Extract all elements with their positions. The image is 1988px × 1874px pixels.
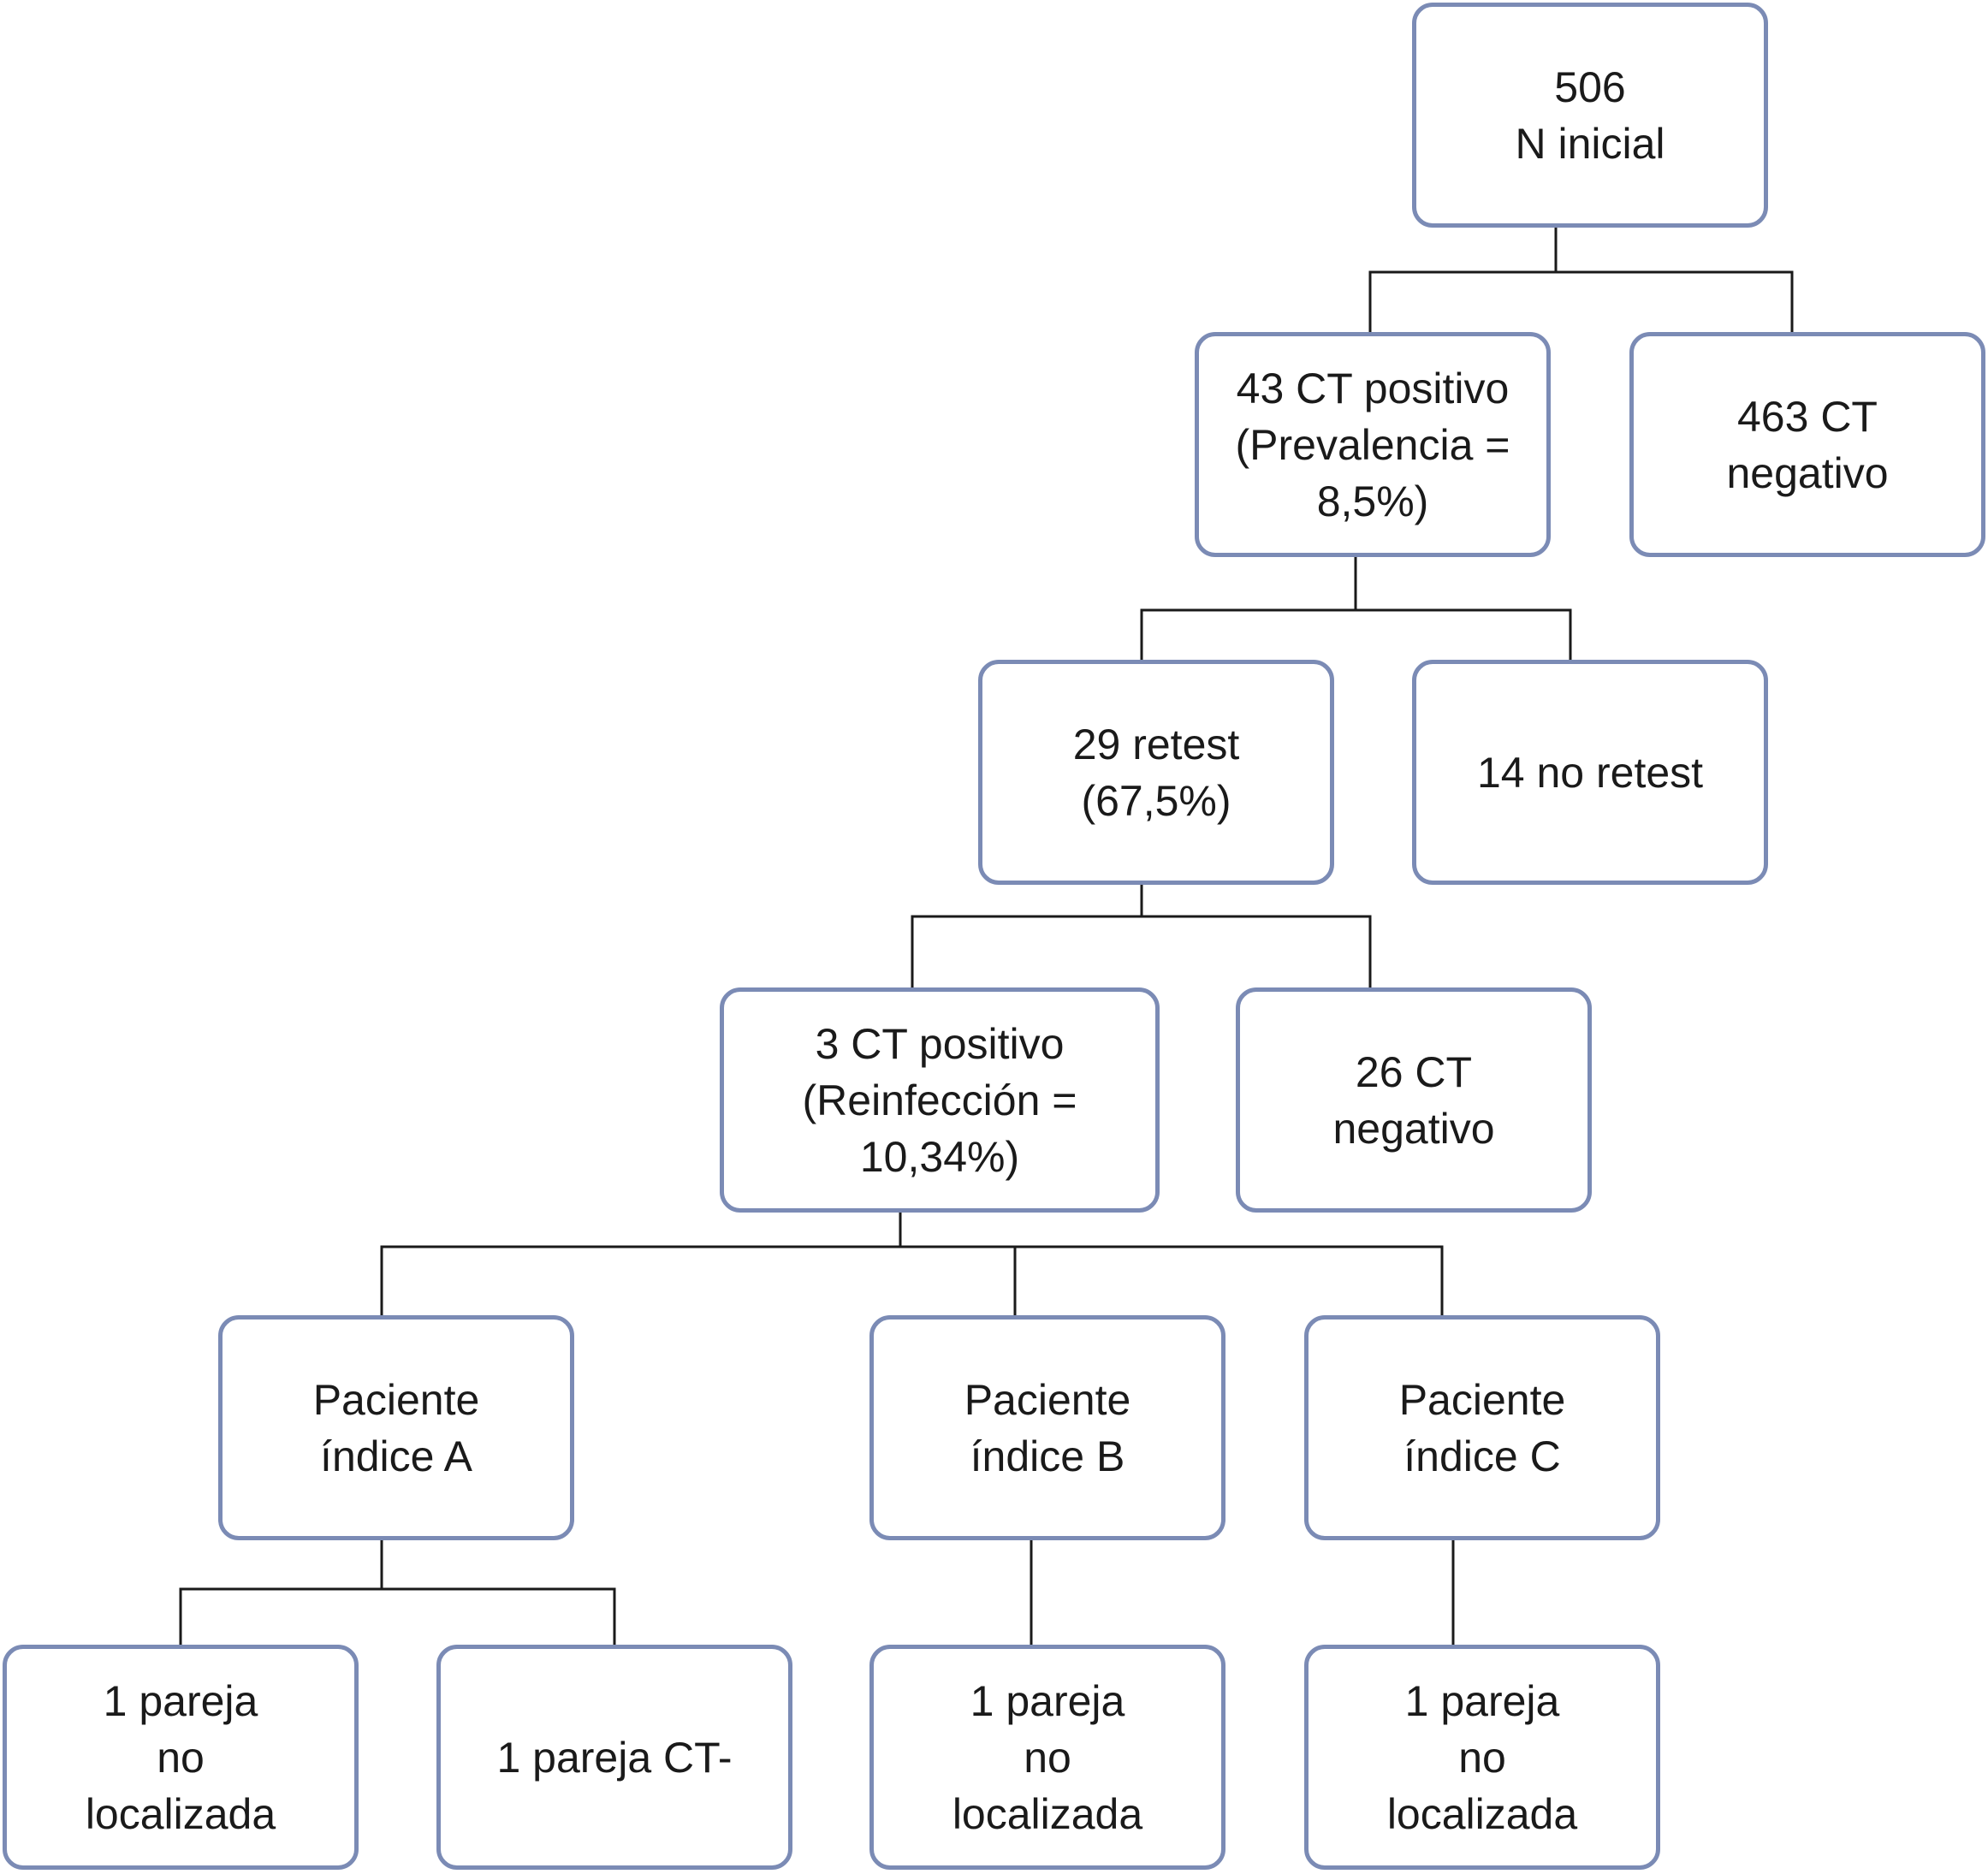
node-ct-positive-label: 43 CT positivo (Prevalencia = 8,5%) (1235, 364, 1510, 525)
node-partner-c: 1 pareja no localizada (1304, 1645, 1660, 1870)
node-retest-label: 29 retest (67,5%) (1072, 720, 1240, 825)
node-partner-b: 1 pareja no localizada (869, 1645, 1225, 1870)
node-initial: 506 N inicial (1412, 3, 1768, 228)
node-index-c-label: Paciente índice C (1398, 1375, 1566, 1480)
node-index-a: Paciente índice A (218, 1315, 574, 1540)
node-reinfection: 3 CT positivo (Reinfección = 10,34%) (720, 987, 1160, 1213)
node-reinfection-label: 3 CT positivo (Reinfección = 10,34%) (802, 1019, 1077, 1181)
node-ct-negative-label: 463 CT negativo (1726, 392, 1889, 497)
node-partner-b-label: 1 pareja no localizada (952, 1676, 1143, 1838)
node-index-c: Paciente índice C (1304, 1315, 1660, 1540)
node-partner-a2-label: 1 pareja CT- (496, 1733, 733, 1782)
node-ct-positive: 43 CT positivo (Prevalencia = 8,5%) (1195, 332, 1551, 557)
node-no-retest-label: 14 no retest (1476, 748, 1704, 797)
node-ct-negative: 463 CT negativo (1629, 332, 1985, 557)
node-initial-label: 506 N inicial (1515, 62, 1665, 168)
node-index-b: Paciente índice B (869, 1315, 1225, 1540)
node-index-b-label: Paciente índice B (964, 1375, 1131, 1480)
node-retest-negative-label: 26 CT negativo (1332, 1047, 1495, 1153)
node-partner-a1: 1 pareja no localizada (3, 1645, 359, 1870)
node-partner-a1-label: 1 pareja no localizada (85, 1676, 276, 1838)
node-partner-a2: 1 pareja CT- (436, 1645, 792, 1870)
node-index-a-label: Paciente índice A (312, 1375, 480, 1480)
node-partner-c-label: 1 pareja no localizada (1386, 1676, 1578, 1838)
node-retest-negative: 26 CT negativo (1236, 987, 1592, 1213)
node-no-retest: 14 no retest (1412, 660, 1768, 885)
node-retest: 29 retest (67,5%) (978, 660, 1334, 885)
